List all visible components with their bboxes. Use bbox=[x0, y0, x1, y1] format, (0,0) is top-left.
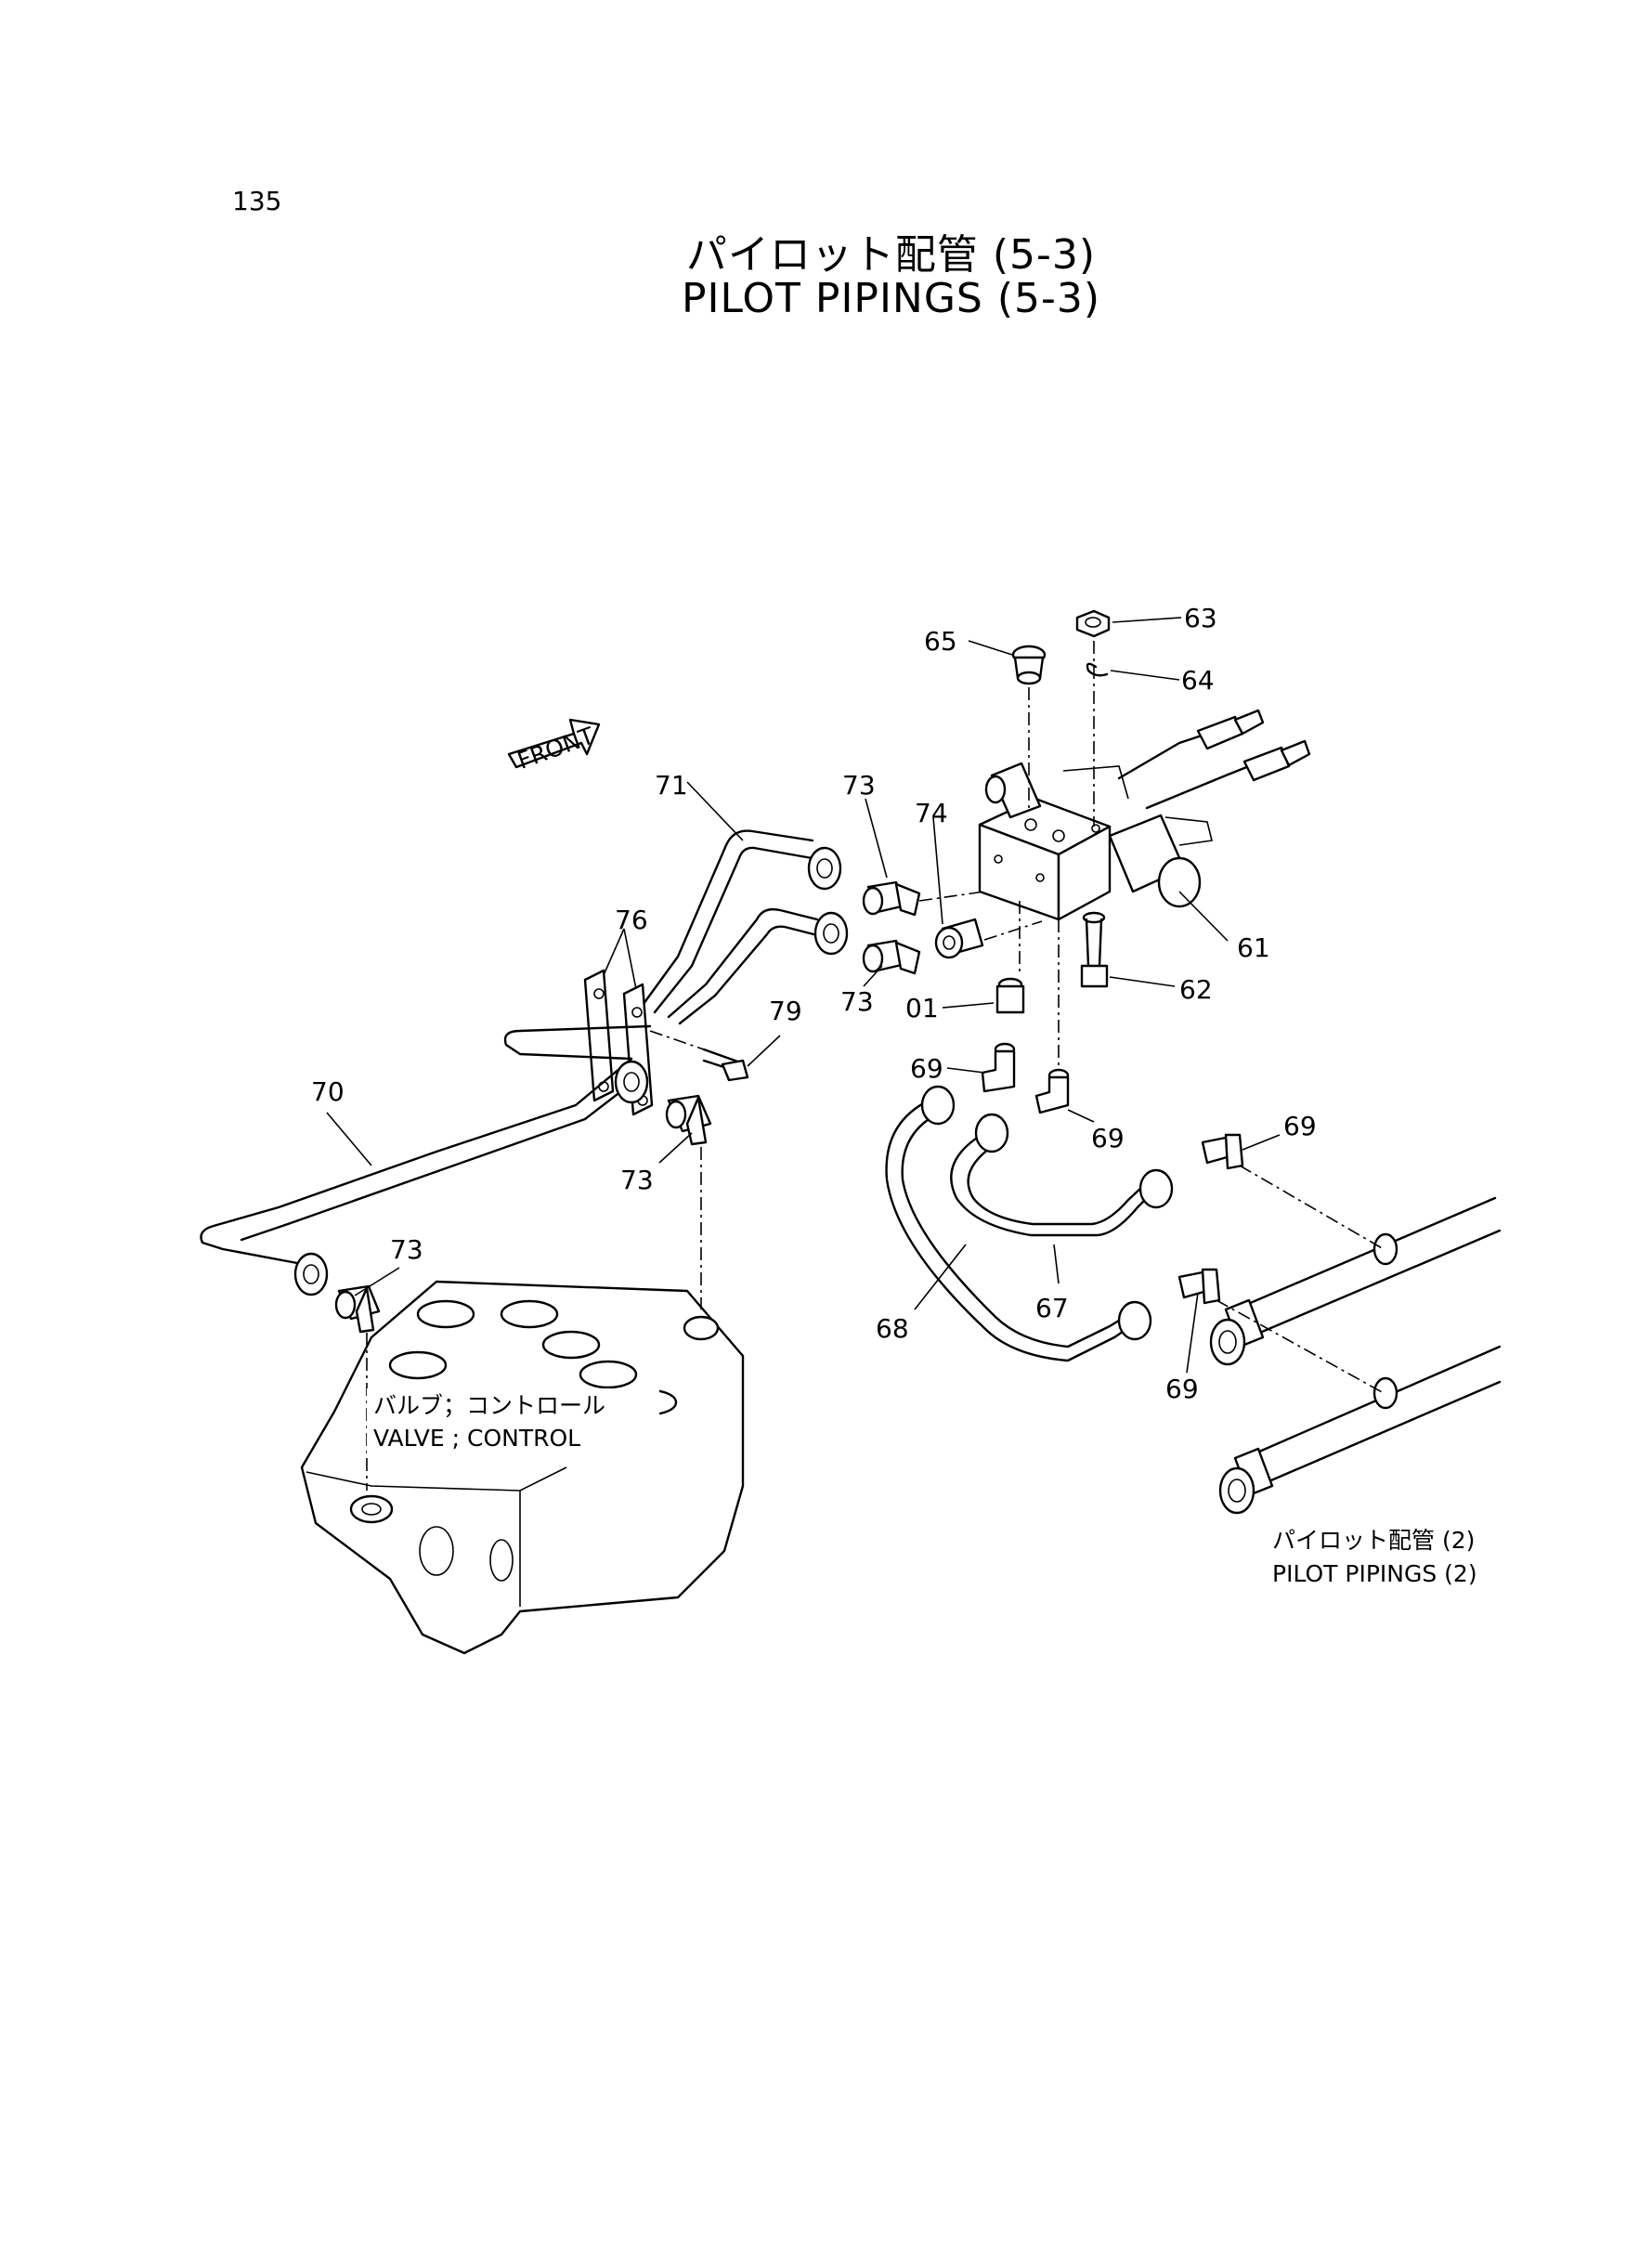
ring-64 bbox=[1086, 662, 1109, 677]
elbow-69-c bbox=[1201, 1133, 1244, 1170]
elbow-73-upper bbox=[862, 880, 921, 917]
control-valve-body bbox=[300, 1280, 745, 1655]
callout-73-upper: 73 bbox=[842, 770, 876, 801]
bolt-62 bbox=[1080, 911, 1109, 988]
callout-64: 64 bbox=[1181, 665, 1215, 696]
cap-65 bbox=[1011, 645, 1047, 685]
page-number: 135 bbox=[232, 186, 282, 216]
callout-61: 61 bbox=[1237, 932, 1270, 963]
elbow-69-a bbox=[981, 1042, 1016, 1093]
front-label: FRONT bbox=[514, 722, 598, 775]
reference-label-japanese: パイロット配管 (2) bbox=[1272, 1527, 1475, 1554]
callout-69-a: 69 bbox=[910, 1053, 943, 1084]
bolt-79 bbox=[702, 1048, 749, 1082]
reference-label-english: PILOT PIPINGS (2) bbox=[1272, 1560, 1477, 1587]
elbow-69-b bbox=[1034, 1068, 1070, 1114]
callout-65: 65 bbox=[924, 626, 957, 657]
fitting-74 bbox=[934, 918, 984, 959]
callout-68: 68 bbox=[876, 1313, 909, 1344]
hose-assembly bbox=[1209, 1196, 1502, 1515]
callout-69-b: 69 bbox=[1091, 1123, 1125, 1153]
callout-73-lower: 73 bbox=[620, 1165, 654, 1195]
page-title-japanese: パイロット配管 (5-3) bbox=[685, 231, 1097, 279]
callout-73-valve: 73 bbox=[390, 1234, 423, 1265]
callout-76: 76 bbox=[615, 905, 648, 935]
callout-67: 67 bbox=[1035, 1293, 1069, 1323]
nut-63 bbox=[1075, 609, 1111, 638]
pipe-68 bbox=[885, 1085, 1152, 1362]
callout-69-c: 69 bbox=[1283, 1111, 1317, 1141]
callout-01: 01 bbox=[905, 993, 939, 1023]
callout-70: 70 bbox=[311, 1076, 345, 1107]
callout-62: 62 bbox=[1179, 974, 1213, 1005]
elbow-73-lower bbox=[665, 1094, 712, 1146]
pipe-71 bbox=[639, 829, 842, 1014]
fitting-01 bbox=[995, 977, 1025, 1014]
callout-63: 63 bbox=[1184, 603, 1217, 633]
callout-73-middle: 73 bbox=[840, 986, 874, 1017]
leader-lines bbox=[326, 617, 1281, 1374]
valve-label-english: VALVE ; CONTROL bbox=[373, 1425, 580, 1452]
pipe-70-upper bbox=[667, 907, 849, 1025]
callout-74: 74 bbox=[915, 798, 948, 828]
pipe-70 bbox=[200, 1024, 652, 1296]
solenoid-valve-61 bbox=[978, 709, 1311, 921]
pipe-67 bbox=[950, 1113, 1174, 1237]
elbow-69-d bbox=[1177, 1268, 1221, 1305]
callout-69-d: 69 bbox=[1165, 1374, 1199, 1404]
callout-79: 79 bbox=[769, 996, 802, 1026]
elbow-73-middle bbox=[862, 939, 921, 975]
page-title-english: PILOT PIPINGS (5-3) bbox=[681, 275, 1101, 322]
callout-71: 71 bbox=[655, 770, 688, 801]
valve-label-japanese: バルブ；コントロール bbox=[373, 1392, 605, 1419]
elbow-73-valve bbox=[334, 1284, 381, 1334]
front-arrow-marker: FRONT bbox=[507, 718, 601, 775]
